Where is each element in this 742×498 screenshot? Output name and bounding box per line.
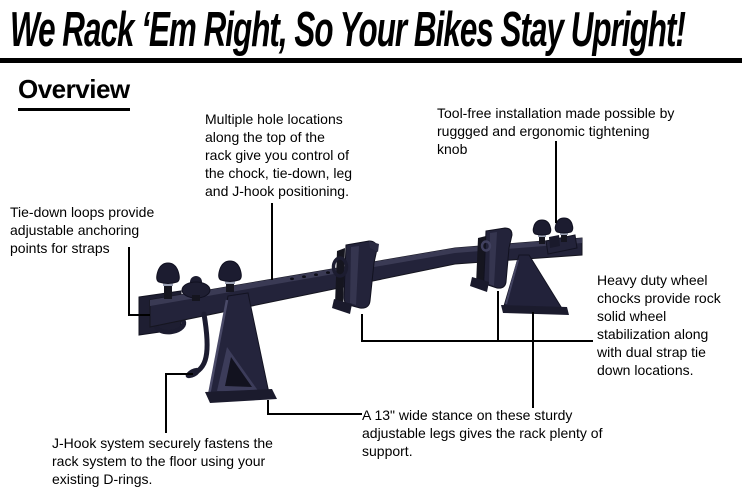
section-title: Overview (18, 74, 130, 111)
annotation-line: Tool-free installation made possible by (437, 105, 675, 121)
annotation-line: adjustable legs gives the rack plenty of (362, 425, 603, 441)
wheel-chock-rear (470, 227, 513, 292)
annotation-line: along the top of the (205, 129, 325, 145)
banner-headline: We Rack ‘Em Right, So Your Bikes Stay Up… (10, 3, 686, 57)
annotation-line: A 13" wide stance on these sturdy (362, 407, 573, 423)
annotation-line: the chock, tie-down, leg (205, 165, 353, 181)
annotation-line: and J-hook positioning. (205, 183, 349, 199)
tightening-knob-left-2 (218, 260, 242, 292)
right-knob-bracket (545, 234, 578, 255)
annotation-line: points for straps (10, 240, 110, 256)
annotation-line: Tie-down loops provide (10, 204, 155, 220)
annotation-line: solid wheel (597, 308, 667, 324)
right-leg (501, 254, 569, 315)
left-leg-foot (205, 389, 277, 403)
annotation-j-hook: J-Hook system securely fastens the rack … (52, 434, 273, 488)
annotation-tie-down: Tie-down loops provide adjustable anchor… (10, 203, 154, 257)
callout-line-j-hook (165, 373, 193, 433)
annotation-line: rack give you control of (205, 147, 349, 163)
left-leg (205, 292, 277, 403)
annotation-heavy-duty: Heavy duty wheel chocks provide rock sol… (597, 271, 721, 379)
annotation-stance: A 13" wide stance on these sturdy adjust… (362, 406, 602, 460)
annotation-line: Heavy duty wheel (597, 272, 708, 288)
callout-line-tie-down (128, 247, 150, 316)
tightening-knob-right-2 (554, 217, 574, 242)
annotation-line: Multiple hole locations (205, 111, 343, 127)
right-leg-foot (501, 305, 569, 315)
annotation-line: ruggged and ergonomic tightening (437, 123, 650, 139)
annotation-line: stabilization along (597, 326, 709, 342)
star-knob (181, 276, 211, 301)
tightening-knob-left-1 (156, 262, 180, 299)
annotation-line: existing D-rings. (52, 471, 153, 487)
annotation-tool-free: Tool-free installation made possible by … (437, 104, 674, 158)
annotation-line: with dual strap tie (597, 344, 706, 360)
annotation-line: chocks provide rock (597, 290, 721, 306)
annotation-multiple-holes: Multiple hole locations along the top of… (205, 110, 352, 200)
annotation-line: support. (362, 443, 413, 459)
annotation-line: adjustable anchoring (10, 222, 140, 238)
j-hook (185, 311, 210, 379)
chock-d-ring (331, 256, 349, 278)
callout-line-left-leg (267, 400, 362, 415)
rack-bar-top-bevel (150, 238, 582, 306)
annotation-line: down locations. (597, 362, 694, 378)
annotation-line: J-Hook system securely fastens the (52, 435, 273, 451)
annotation-line: rack system to the floor using your (52, 453, 266, 469)
callout-line-wheel-chocks (361, 291, 593, 342)
tightening-knob-right-1 (532, 219, 552, 244)
banner-divider (0, 58, 742, 63)
wheel-chock-front (331, 240, 379, 314)
annotation-line: knob (437, 141, 468, 157)
